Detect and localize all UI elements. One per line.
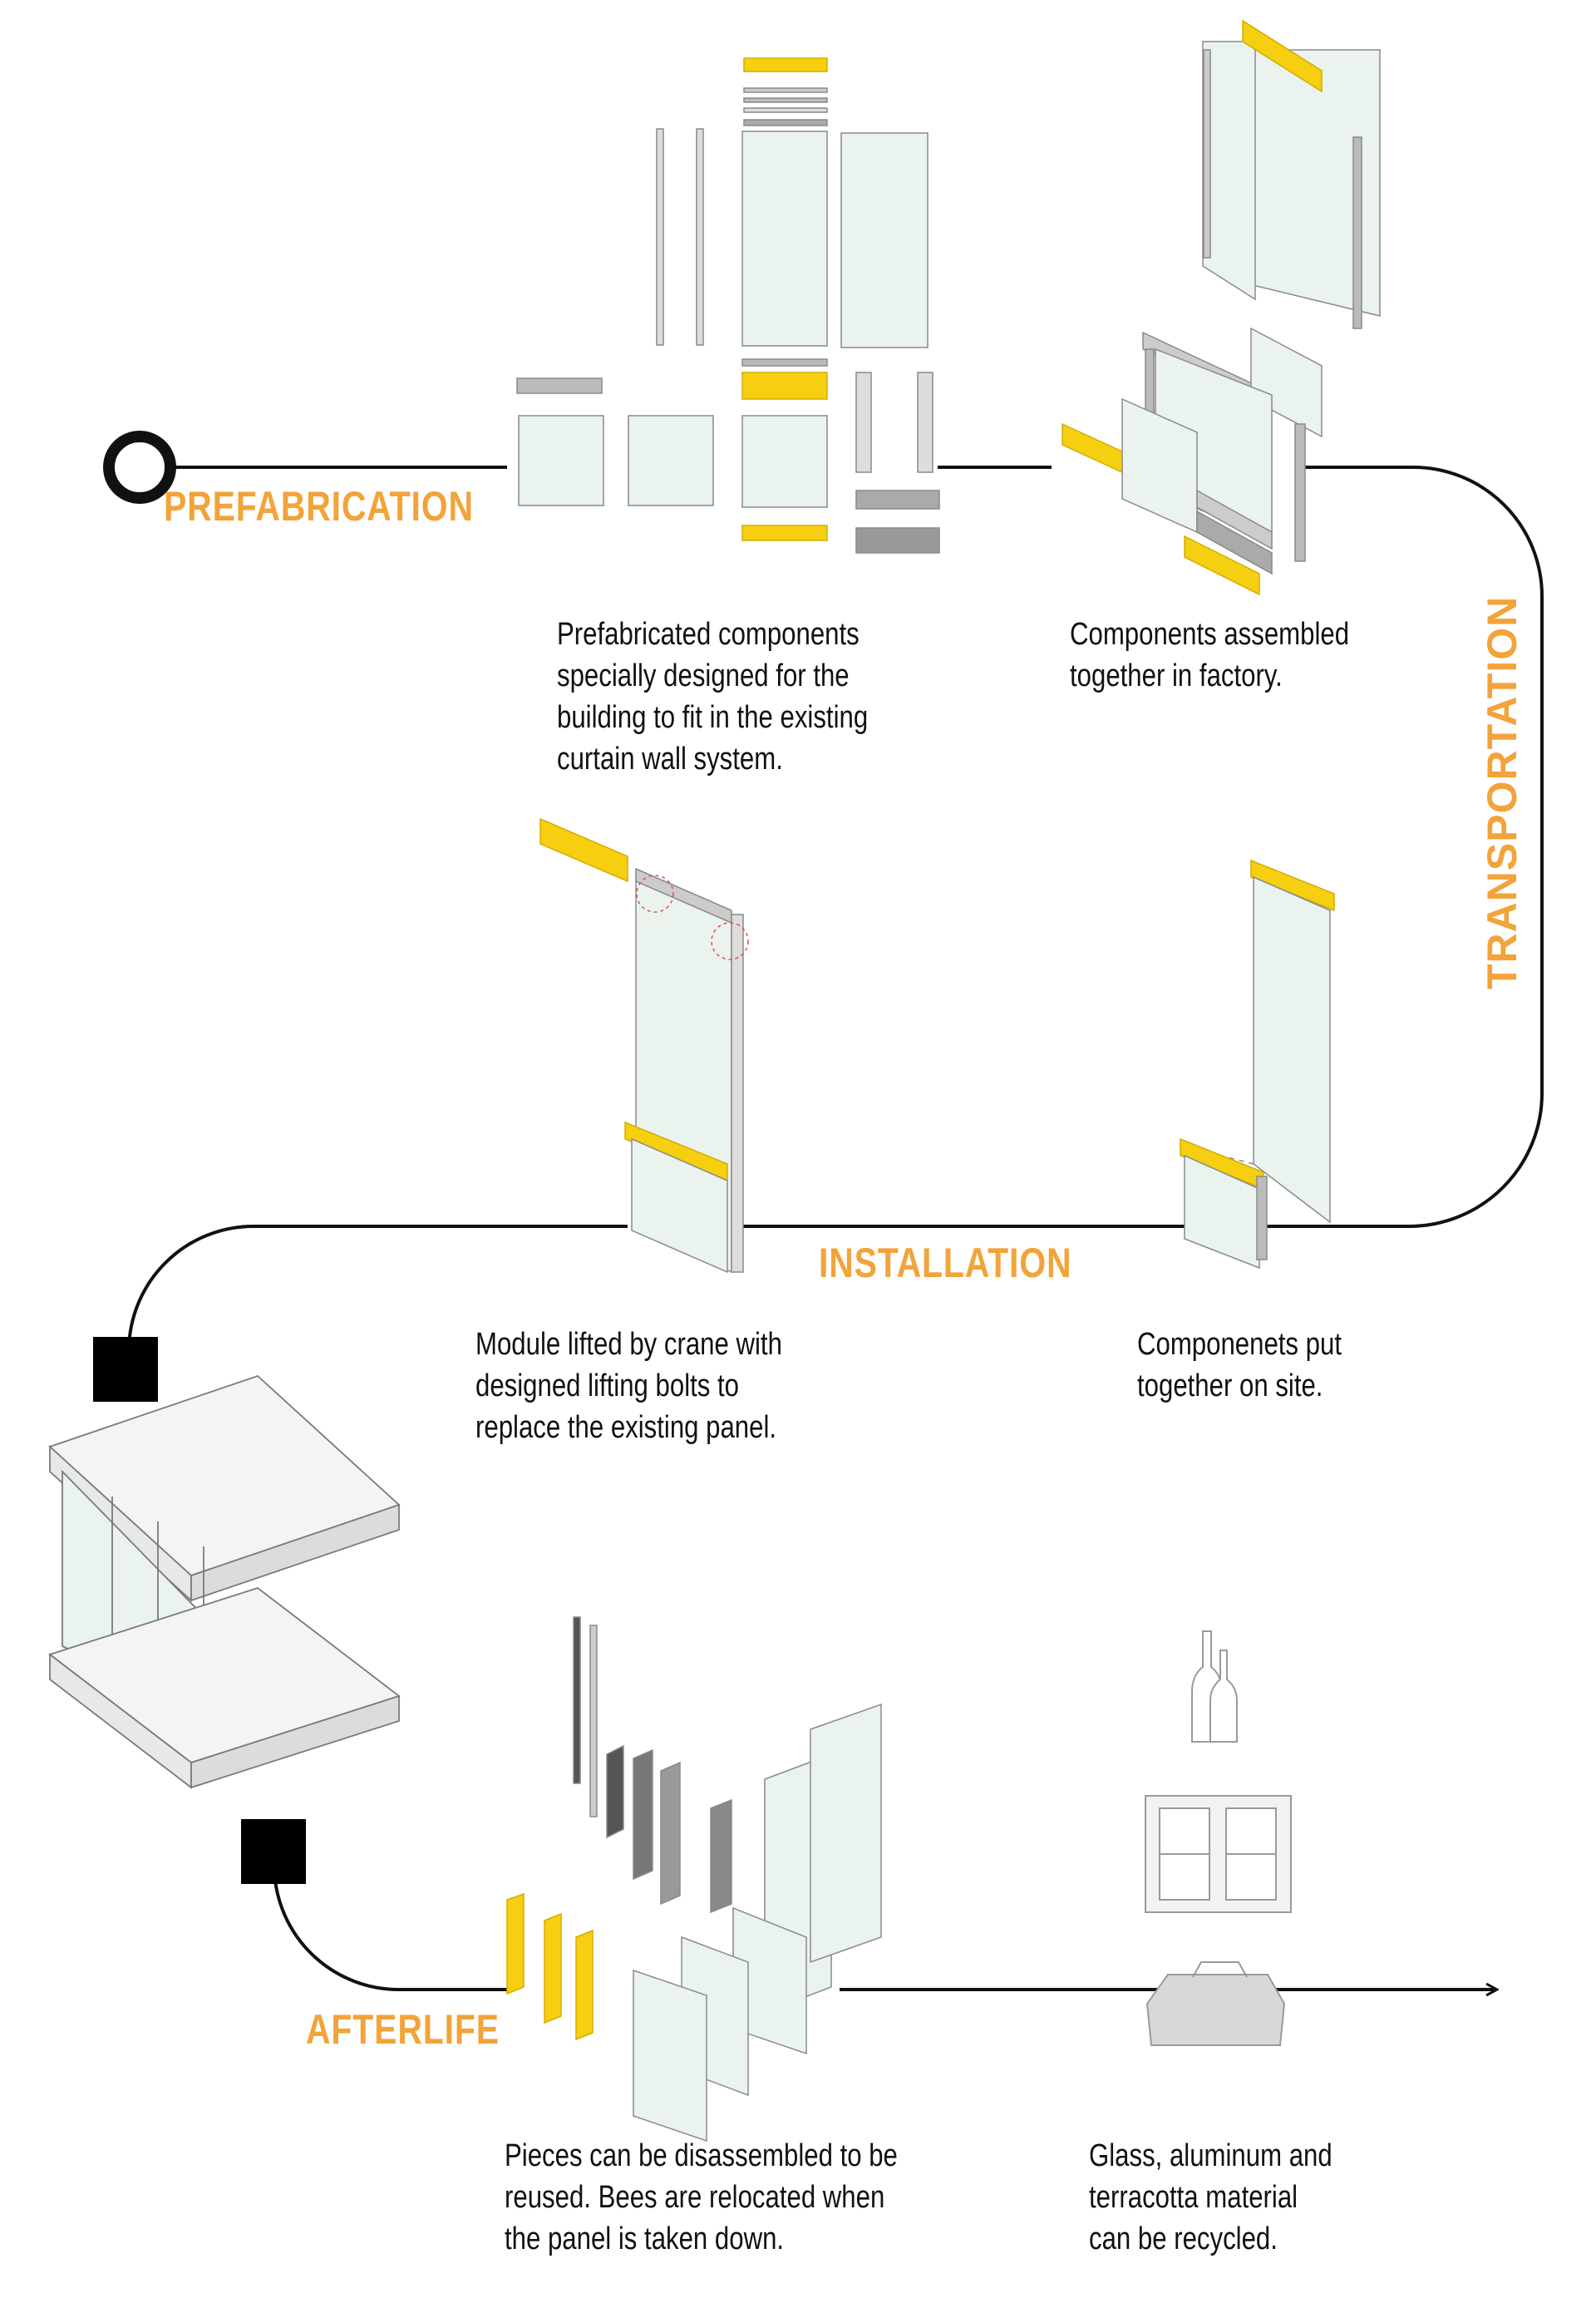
prefab-profile-1 [743, 87, 828, 93]
caption-line: Module lifted by crane with [475, 1327, 782, 1362]
path-curve-install-to-building [127, 1225, 628, 1352]
site-assembly-group [1180, 859, 1335, 1270]
prefab-transom-1 [741, 358, 828, 367]
caption-line: the panel is taken down. [505, 2222, 785, 2256]
caption-line: specially designed for the [557, 658, 850, 693]
site-yellow-top-beam [1250, 859, 1335, 912]
crane-module-group [539, 817, 749, 1274]
stage-label-installation: INSTALLATION [819, 1240, 1072, 1286]
site-mullion [1256, 1176, 1268, 1260]
prefab-glass-panel-tall [741, 131, 828, 347]
prefab-frame-base-2 [855, 527, 940, 554]
afterlife-yellow-piece-3 [575, 1929, 594, 2041]
crane-mullion [731, 914, 744, 1273]
caption-line: building to fit in the existing [557, 700, 869, 735]
glass-bottle-small-icon [1209, 1650, 1238, 1743]
afterlife-mullion-light [589, 1625, 598, 1817]
node-square-top [93, 1337, 158, 1402]
factory-mullion-right [1352, 136, 1362, 329]
caption-line: Glass, aluminum and [1089, 2138, 1332, 2173]
prefab-glass-small-1 [518, 415, 604, 506]
prefab-mullion-right [696, 128, 704, 346]
factory-glass-front [1202, 41, 1256, 301]
caption-line: Pieces can be disassembled to be [505, 2138, 898, 2173]
site-glass-lower [1184, 1154, 1260, 1270]
prefab-yellow-top-bar [743, 57, 828, 72]
factory-mullion-top [1203, 49, 1211, 259]
stage-label-prefabrication: PREFABRICATION [164, 483, 474, 530]
prefab-glass-lower [741, 415, 828, 508]
prefab-yellow-bottom-bar [741, 525, 828, 541]
caption-line: together on site. [1137, 1368, 1323, 1403]
afterlife-profile-4 [710, 1798, 732, 1914]
crane-lift-bolt-marker-2 [711, 922, 749, 960]
afterlife-glass-5 [633, 1969, 707, 2143]
caption-factory-assembly: Components assembled together in factory… [1070, 614, 1349, 697]
building-roof-slab-side [190, 1503, 400, 1602]
prefab-frame-side-1 [855, 372, 872, 473]
path-curve-transportation [1301, 466, 1544, 1093]
prefab-yellow-mid-bar [741, 372, 828, 400]
factory-base-profile-2 [1196, 510, 1273, 575]
crane-yellow-top-beam [539, 817, 628, 883]
factory-yellow-top-bar [1242, 19, 1323, 93]
afterlife-mullion-dark [573, 1616, 581, 1784]
factory-yellow-bottom-bar [1184, 535, 1260, 596]
afterlife-profile-3 [660, 1761, 681, 1906]
afterlife-glass-2 [810, 1703, 882, 1964]
prefab-components-group [516, 57, 940, 554]
afterlife-yellow-piece-2 [544, 1912, 562, 2024]
start-circle-marker [103, 431, 176, 504]
prefab-profile-4 [743, 119, 828, 126]
caption-line: curtain wall system. [557, 742, 783, 777]
prefab-glass-small-2 [628, 415, 714, 506]
caption-line: replace the existing panel. [475, 1410, 777, 1445]
afterlife-yellow-piece-1 [506, 1892, 525, 1995]
terracotta-tray-handle [1192, 1961, 1248, 1978]
node-square-bottom [241, 1819, 306, 1884]
prefab-frame-side-2 [917, 372, 933, 473]
factory-base-profile-1 [1196, 489, 1273, 550]
caption-disassembly: Pieces can be disassembled to be reused.… [505, 2135, 898, 2260]
path-curve-building-to-afterlife [273, 1870, 400, 1992]
afterlife-profile-1 [606, 1744, 624, 1839]
factory-assembly-group [1062, 19, 1381, 596]
crane-glass-lower [631, 1137, 728, 1274]
afterlife-profile-2 [633, 1748, 653, 1881]
caption-prefab-components: Prefabricated components specially desig… [557, 614, 868, 780]
building-floor-slab-side [190, 1694, 400, 1789]
prefab-profile-3 [743, 107, 828, 113]
afterlife-pieces-group [506, 1616, 882, 2143]
prefab-frame-base-1 [855, 490, 940, 510]
site-glass-panel [1253, 875, 1331, 1224]
terracotta-tray-icon [1145, 1974, 1286, 2046]
caption-line: designed lifting bolts to [475, 1368, 740, 1403]
caption-site-assembly: Componenets put together on site. [1137, 1324, 1342, 1407]
caption-line: together in factory. [1070, 658, 1283, 693]
caption-line: Componenets put [1137, 1327, 1342, 1362]
stage-label-afterlife: AFTERLIFE [306, 2006, 500, 2053]
prefab-sill-profile [516, 377, 603, 394]
prefab-glass-panel-outer [840, 132, 929, 348]
crane-lift-bolt-marker-1 [636, 875, 674, 913]
factory-glass-side [1250, 327, 1323, 438]
stage-label-transportation: TRANSPORTATION [1479, 595, 1525, 989]
caption-line: reused. Bees are relocated when [505, 2180, 885, 2215]
caption-line: Prefabricated components [557, 617, 860, 652]
caption-line: can be recycled. [1089, 2222, 1278, 2256]
building-group [48, 1374, 401, 1789]
prefab-profile-2 [743, 97, 828, 103]
caption-recycling: Glass, aluminum and terracotta material … [1089, 2135, 1332, 2260]
caption-line: terracotta material [1089, 2180, 1298, 2215]
prefab-mullion-left [656, 128, 664, 346]
factory-mullion-right-lower [1294, 423, 1306, 562]
caption-crane-lift: Module lifted by crane with designed lif… [475, 1324, 782, 1448]
recycling-icons-group [1145, 1630, 1292, 2046]
caption-line: Components assembled [1070, 617, 1350, 652]
path-curve-transport-to-install [1272, 1092, 1544, 1228]
